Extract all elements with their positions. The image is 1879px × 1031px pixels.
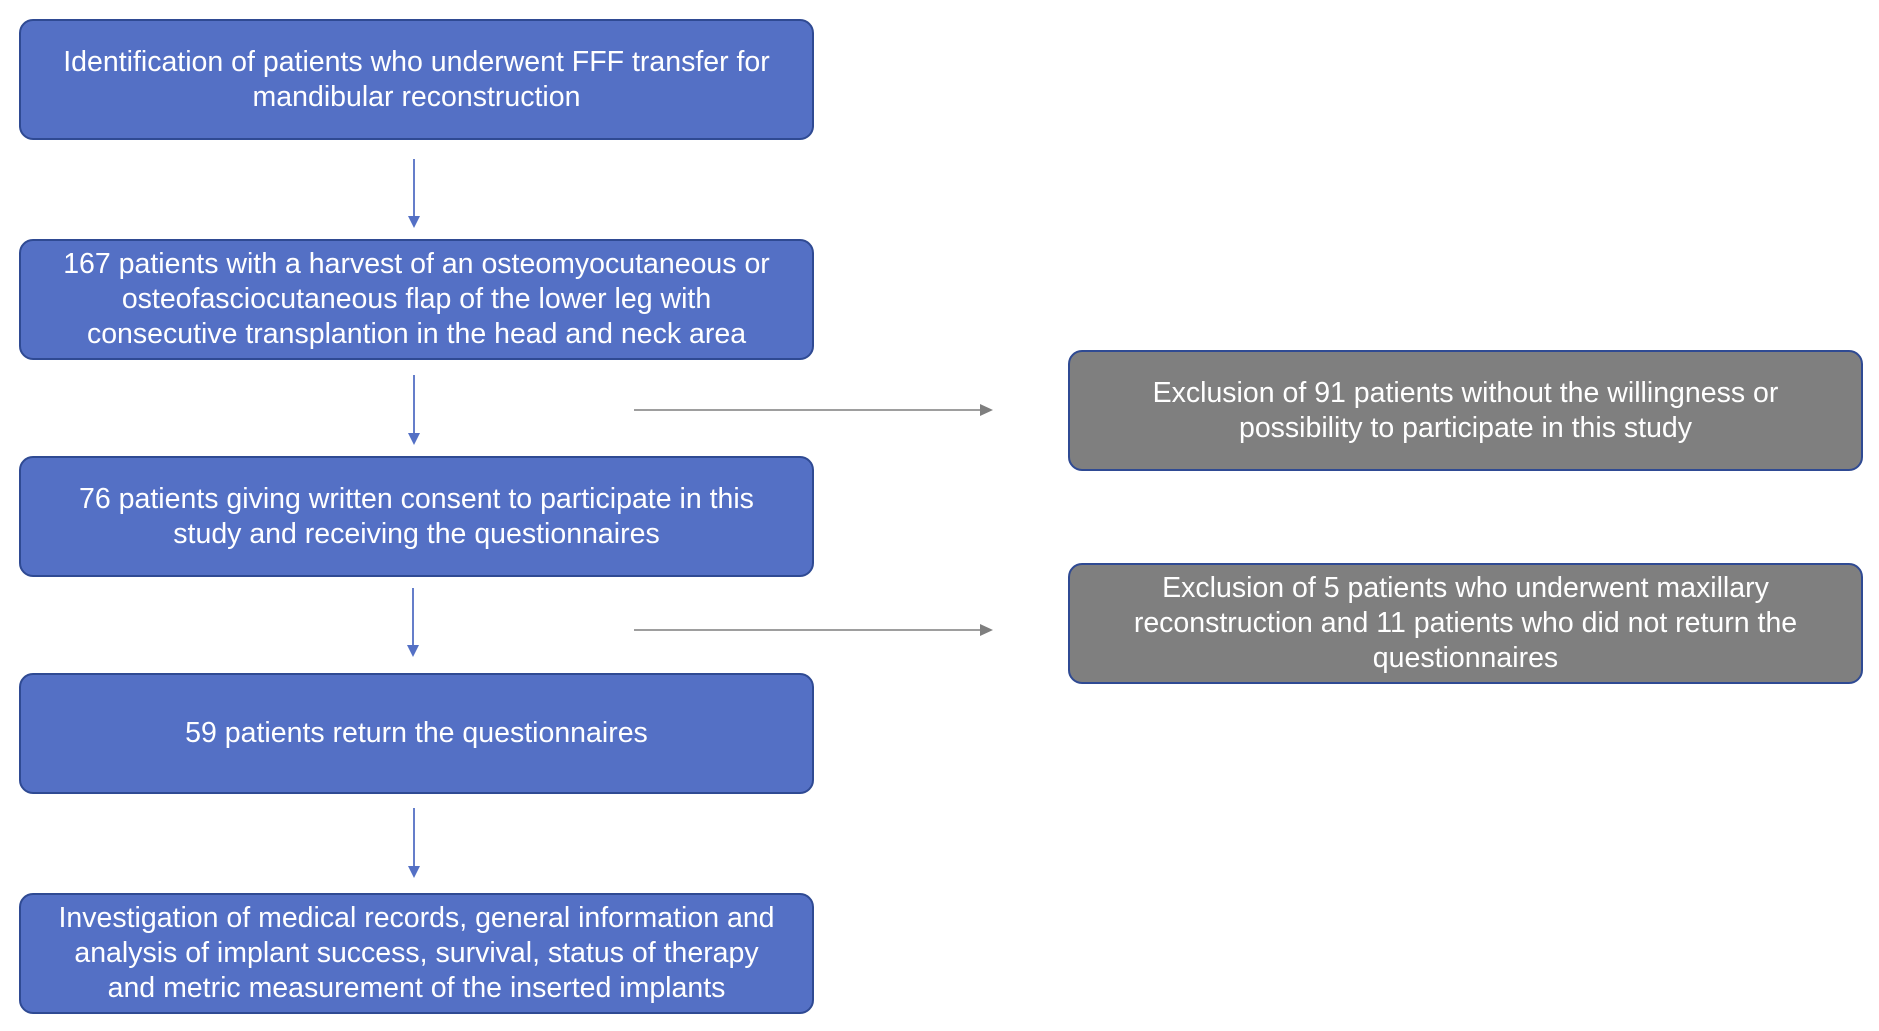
- exclusion-91-patients-text: Exclusion of 91 patients without the wil…: [1152, 376, 1779, 444]
- horizontal-arrow-exclusion-2: [634, 624, 993, 636]
- vertical-arrow-4: [408, 808, 420, 878]
- step-investigation-text: Investigation of medical records, genera…: [58, 902, 775, 1004]
- exclusion-91-patients-box: Exclusion of 91 patients without the wil…: [1068, 350, 1863, 471]
- step-76-patients-box: 76 patients giving written consent to pa…: [19, 456, 814, 577]
- step-identification-box: Identification of patients who underwent…: [19, 19, 814, 140]
- vertical-arrow-3: [407, 588, 419, 657]
- horizontal-arrow-exclusion-1: [634, 404, 993, 416]
- vertical-arrow-1: [408, 159, 420, 228]
- step-59-patients-text: 59 patients return the questionnaires: [185, 717, 648, 749]
- step-76-patients-text: 76 patients giving written consent to pa…: [79, 482, 754, 550]
- step-167-patients-box: 167 patients with a harvest of an osteom…: [19, 239, 814, 360]
- step-59-patients-box: 59 patients return the questionnaires: [19, 673, 814, 794]
- step-167-patients-text: 167 patients with a harvest of an osteom…: [63, 248, 770, 350]
- step-investigation-box: Investigation of medical records, genera…: [19, 893, 814, 1014]
- vertical-arrow-2: [408, 375, 420, 445]
- step-identification-text: Identification of patients who underwent…: [63, 45, 770, 113]
- exclusion-5-and-11-patients-box: Exclusion of 5 patients who underwent ma…: [1068, 563, 1863, 684]
- exclusion-5-and-11-patients-text: Exclusion of 5 patients who underwent ma…: [1133, 572, 1798, 674]
